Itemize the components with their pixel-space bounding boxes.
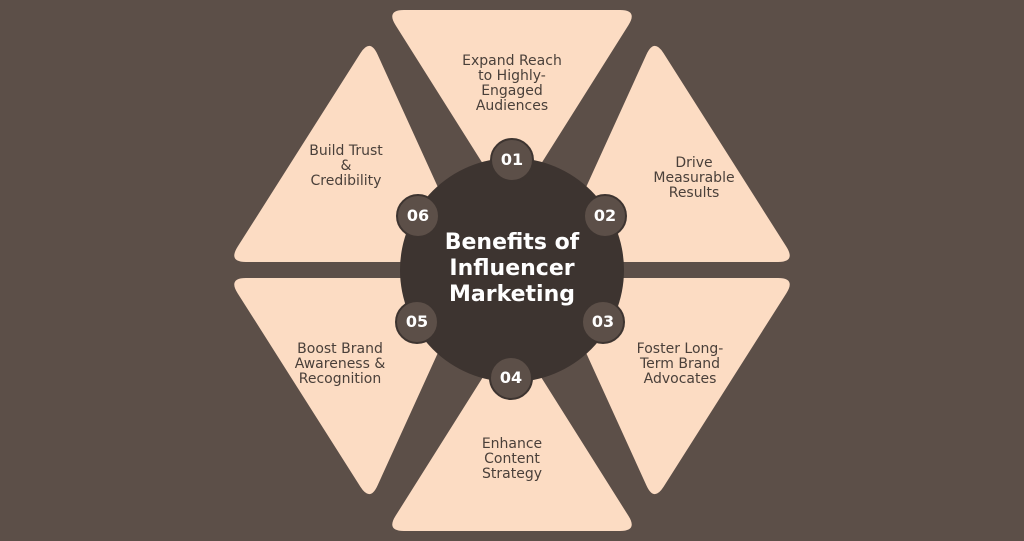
- segment-label-enhance-content: Enhance Content Strategy: [481, 435, 543, 482]
- segment-expand-reach: [392, 10, 632, 203]
- segment-number-badge: 05: [395, 300, 439, 344]
- center-hub: [400, 158, 624, 382]
- segment-number-badge: 01: [490, 138, 534, 182]
- segment-label-drive-results: Drive Measurable Results: [653, 154, 735, 201]
- segment-label-foster-advocates: Foster Long- Term Brand Advocates: [636, 340, 724, 387]
- segment-number-badge: 03: [581, 300, 625, 344]
- segment-number-badge: 02: [583, 194, 627, 238]
- segment-label-boost-awareness: Boost Brand Awareness & Recognition: [294, 340, 386, 387]
- segment-label-build-trust: Build Trust & Credibility: [309, 142, 383, 189]
- segment-enhance-content: [392, 338, 632, 531]
- segment-number-badge: 06: [396, 194, 440, 238]
- segment-label-expand-reach: Expand Reach to Highly- Engaged Audience…: [462, 53, 562, 114]
- center-title: Benefits of Influencer Marketing: [444, 230, 580, 307]
- segment-number-badge: 04: [489, 356, 533, 400]
